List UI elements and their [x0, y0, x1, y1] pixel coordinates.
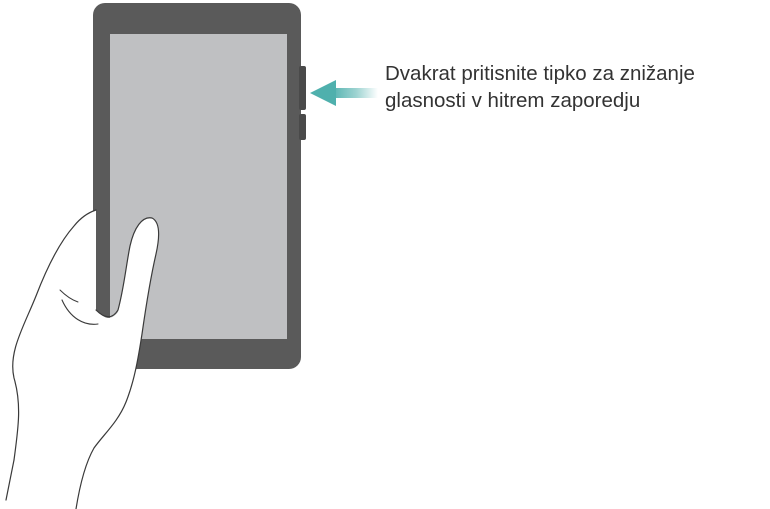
hand-holding-phone-icon — [0, 210, 159, 509]
arrow-shaft — [330, 88, 378, 98]
arrow-left-icon — [310, 80, 378, 106]
caption-line-2: glasnosti v hitrem zaporedju — [385, 87, 765, 114]
caption-line-1: Dvakrat pritisnite tipko za znižanje — [385, 60, 765, 87]
volume-down-button — [299, 114, 306, 140]
arrow-head — [310, 80, 336, 106]
volume-up-button — [299, 66, 306, 110]
hand-fill — [0, 210, 159, 509]
instruction-caption: Dvakrat pritisnite tipko za znižanje gla… — [385, 60, 765, 114]
